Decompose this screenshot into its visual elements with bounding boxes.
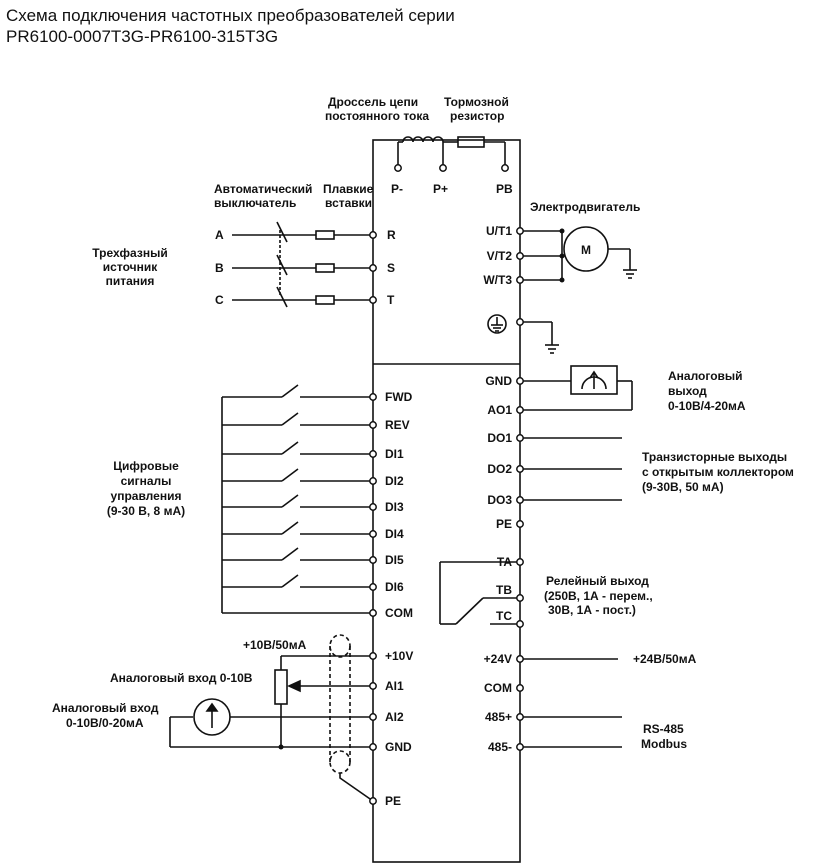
terminal-com-right: COM (484, 681, 512, 695)
brake-label-2: резистор (450, 109, 504, 123)
digital-label-2: сигналы (121, 474, 172, 488)
relay-label-1: Релейный выход (546, 574, 649, 588)
terminal-gnd-left: GND (385, 740, 412, 754)
choke-label-2: постоянного тока (325, 109, 429, 123)
fuses-label-2: вставки (325, 196, 372, 210)
terminal-com-left: COM (385, 606, 413, 620)
motor-label: Электродвигатель (530, 200, 640, 214)
title-line-2: PR6100-0007T3G-PR6100-315T3G (6, 27, 279, 46)
brake-resistor (457, 136, 485, 148)
supply-out-label: +24В/50мА (633, 652, 697, 666)
terminal-485-minus: 485- (488, 740, 512, 754)
terminal-gnd-right: GND (485, 374, 512, 388)
terminal-di4: DI4 (385, 527, 404, 541)
terminal-pe-right: PE (496, 517, 512, 531)
terminal-p-minus: P- (391, 182, 403, 196)
terminal-di2: DI2 (385, 474, 404, 488)
digital-label-4: (9-30 В, 8 мА) (107, 504, 185, 518)
ai-volt-label: Аналоговый вход 0-10В (110, 671, 253, 685)
breaker-label-2: выключатель (214, 196, 296, 210)
rs485-label-1: RS-485 (643, 722, 684, 736)
terminal-di3: DI3 (385, 500, 404, 514)
choke-coil (402, 136, 444, 143)
source-label-1: Трехфазный (92, 246, 167, 260)
junction-dots (278, 228, 565, 750)
relay-label-3: 30В, 1А - пост.) (548, 603, 636, 617)
phase-a: A (215, 228, 224, 242)
plus10-label: +10В/50мА (243, 638, 307, 652)
transistor-label-2: с открытым коллектором (642, 465, 794, 479)
terminal-ao1: AO1 (487, 403, 512, 417)
terminal-ta: TA (497, 555, 512, 569)
digital-switches (221, 384, 373, 614)
terminal-p-plus: P+ (433, 182, 448, 196)
terminal-plus24v: +24V (484, 652, 512, 666)
relay-contact (439, 561, 520, 625)
breaker-label-1: Автоматический (214, 182, 312, 196)
motor-wiring (520, 226, 637, 281)
terminal-t: T (387, 293, 395, 307)
relay-label-2: (250В, 1А - перем., (544, 589, 653, 603)
analog-meter-wiring (520, 365, 633, 411)
ai-curr-label-2: 0-10В/0-20мА (66, 716, 144, 730)
terminal-rev: REV (385, 418, 410, 432)
transistor-label-1: Транзисторные выходы (642, 450, 787, 464)
choke-label-1: Дроссель цепи (328, 95, 418, 109)
phase-c: C (215, 293, 224, 307)
terminal-di6: DI6 (385, 580, 404, 594)
digital-label-1: Цифровые (113, 459, 179, 473)
rs485-label-2: Modbus (641, 737, 687, 751)
analog-out-label-1: Аналоговый (668, 369, 743, 383)
terminal-485-plus: 485+ (485, 710, 512, 724)
ai-curr-label-1: Аналоговый вход (52, 701, 159, 715)
analog-input-wiring (169, 655, 373, 748)
potentiometer (274, 669, 288, 705)
terminal-di1: DI1 (385, 447, 404, 461)
terminal-ai1: AI1 (385, 679, 404, 693)
ground-terminal (487, 314, 559, 354)
shield-ground-wire (339, 773, 374, 802)
dc-circuit (397, 136, 506, 168)
terminal-tc: TC (496, 609, 512, 623)
title-line-1: Схема подключения частотных преобразоват… (6, 6, 455, 25)
terminal-plus10v: +10V (385, 649, 413, 663)
terminal-v: V/T2 (487, 249, 513, 263)
digital-label-3: управления (111, 489, 182, 503)
terminal-tb: TB (496, 583, 512, 597)
brake-label-1: Тормозной (444, 95, 509, 109)
terminal-w: W/T3 (483, 273, 512, 287)
terminal-do2: DO2 (487, 462, 512, 476)
fuses-label-1: Плавкие (323, 182, 374, 196)
terminal-u: U/T1 (486, 224, 512, 238)
terminal-pb: PB (496, 182, 513, 196)
phase-b: B (215, 261, 224, 275)
terminal-di5: DI5 (385, 553, 404, 567)
terminal-ai2: AI2 (385, 710, 404, 724)
terminal-fwd: FWD (385, 390, 413, 404)
diagram-title: Схема подключения частотных преобразоват… (6, 5, 455, 47)
source-label-3: питания (106, 274, 155, 288)
analog-out-label-2: выход (668, 384, 707, 398)
power-input (232, 221, 373, 308)
terminal-do3: DO3 (487, 493, 512, 507)
motor-symbol: M (581, 243, 591, 257)
terminal-s: S (387, 261, 395, 275)
source-label-2: источник (103, 260, 158, 274)
terminal-r: R (387, 228, 396, 242)
transistor-label-3: (9-30В, 50 мА) (642, 480, 724, 494)
terminal-points (369, 164, 524, 805)
terminal-pe-left: PE (385, 794, 401, 808)
analog-out-label-3: 0-10В/4-20мА (668, 399, 746, 413)
terminal-do1: DO1 (487, 431, 512, 445)
